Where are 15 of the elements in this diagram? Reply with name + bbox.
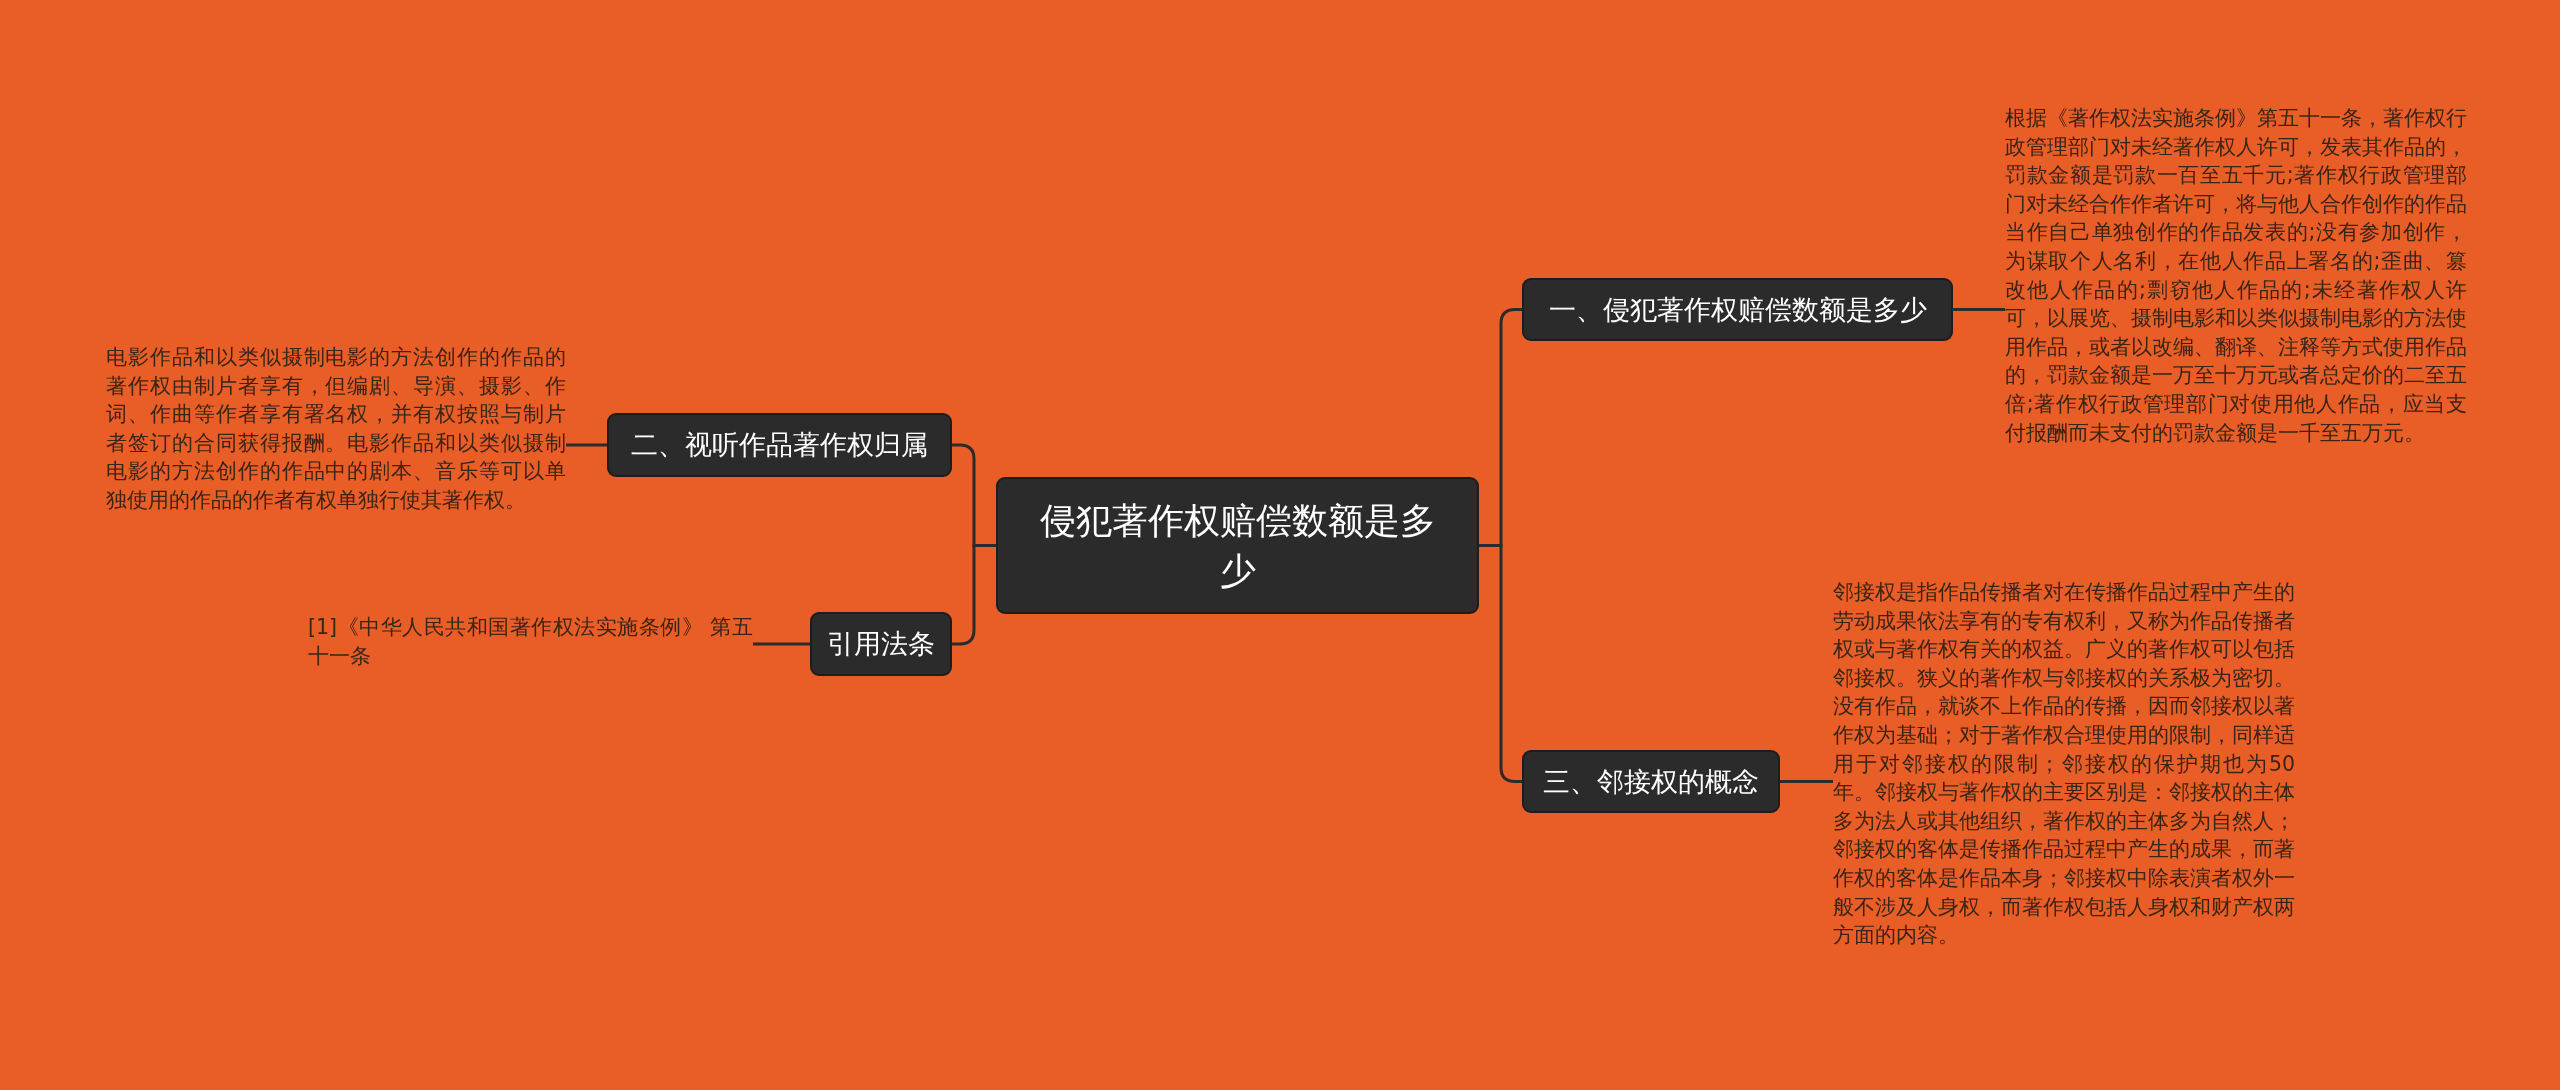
central-topic-box: 侵犯著作权赔偿数额是多少 bbox=[996, 477, 1479, 614]
connector-line bbox=[566, 443, 607, 447]
topic-box: 引用法条 bbox=[810, 612, 952, 676]
connector-line bbox=[952, 544, 996, 646]
note-text: 邻接权是指作品传播者对在传播作品过程中产生的劳动成果依法享有的专有权利，又称为作品传播者权或与著作权有关的权益。广义的著作权可以包括邻接权。狭义的著作权与邻接权的关系极为密切。没有作品，就谈不上作品的传播，因而邻接权以著作权为基础；对于著作权合理使用的限制，同样适用于对邻接权的限制；邻接权的保护期也为50年。邻接权与著作权的主要区别是：邻接权的主体多为法人或其他组织，著作权的主体多为自然人；邻接权的客体是传播作品过程中产生的成果，而著作权的客体是作品本身；邻接权中除表演者权外一般不涉及人身权，而著作权包括人身权和财产权两方面的内容。 bbox=[1833, 578, 2295, 988]
note-text: [1]《中华人民共和国著作权法实施条例》 第五十一条 bbox=[308, 613, 753, 675]
topic-box: 一、侵犯著作权赔偿数额是多少 bbox=[1522, 278, 1953, 341]
connector-line bbox=[1780, 780, 1833, 783]
note-text: 电影作品和以类似摄制电影的方法创作的作品的著作权由制片者享有，但编剧、导演、摄影、作词、作曲等作者享有署名权，并有权按照与制片者签订的合同获得报酬。电影作品和以类似摄制电影的方法创作的作品中的剧本、音乐等可以单独使用的作品的作者有权单独行使其著作权。 bbox=[106, 343, 566, 553]
connector-line bbox=[1479, 544, 1522, 783]
topic-box: 二、视听作品著作权归属 bbox=[607, 413, 952, 477]
connector-line bbox=[1953, 308, 2005, 311]
connector-line bbox=[753, 642, 810, 646]
topic-box: 三、邻接权的概念 bbox=[1522, 750, 1780, 813]
note-text: 根据《著作权法实施条例》第五十一条，著作权行政管理部门对未经著作权人许可，发表其作品的，罚款金额是罚款一百至五千元;著作权行政管理部门对未经合作作者许可，将与他人合作创作的作品当作自己单独创作的作品发表的;没有参加创作，为谋取个人名利，在他人作品上署名的;歪曲、篡改他人作品的;剽窃他人作品的;未经著作权人许可，以展览、摄制电影和以类似摄制电影的方法使用作品，或者以改编、翻译、注释等方式使用作品的，罚款金额是一万至十万元或者总定价的二至五倍;著作权行政管理部门对使用他人作品，应当支付报酬而未支付的罚款金额是一千至五万元。 bbox=[2005, 104, 2467, 514]
